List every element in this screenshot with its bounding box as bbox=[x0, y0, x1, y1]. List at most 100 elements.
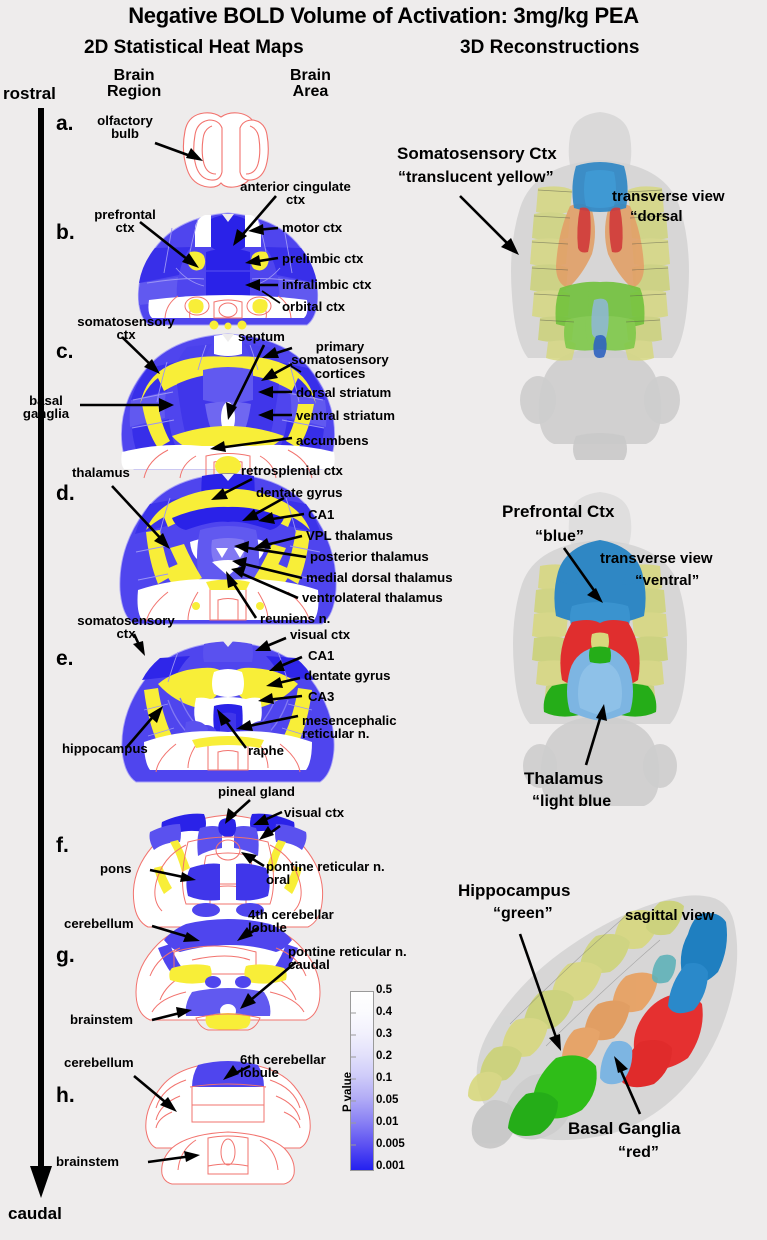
colorbar-tick-0: 0.5 bbox=[376, 984, 392, 996]
panel-letter-a: a. bbox=[56, 112, 74, 135]
label-dentate-gyrus-e: dentate gyrus bbox=[304, 668, 391, 683]
label-olfactory-bulb: olfactory bulb bbox=[97, 113, 153, 142]
label-4th-cerebellar-lobule: 4th cerebellar lobule bbox=[248, 907, 334, 936]
caudal-label: caudal bbox=[8, 1204, 62, 1223]
recon-label-hippocampus: Hippocampus bbox=[458, 881, 571, 900]
label-retrosplenial-ctx: retrosplenial ctx bbox=[241, 463, 343, 478]
label-hippocampus: hippocampus bbox=[62, 741, 148, 756]
label-thalamus-d: thalamus bbox=[72, 465, 130, 480]
panel-letter-e: e. bbox=[56, 647, 74, 670]
recon-view-sagittal: sagittal view bbox=[625, 907, 715, 924]
label-6th-cerebellar-lobule: 6th cerebellar lobule bbox=[240, 1052, 326, 1081]
label-pontine-reticular-n-oral: pontine reticular n. oral bbox=[266, 859, 385, 888]
label-somatosensory-ctx-c: somatosensory ctx bbox=[77, 314, 175, 343]
brain-area-header: Brain Area bbox=[290, 67, 331, 100]
label-anterior-cingulate-ctx: anterior cingulate ctx bbox=[240, 179, 351, 208]
label-brainstem-g: brainstem bbox=[70, 1012, 134, 1027]
label-cerebellum-h: cerebellum bbox=[64, 1055, 134, 1070]
colorbar-tick-8: 0.001 bbox=[376, 1160, 405, 1172]
label-raphe: raphe bbox=[248, 743, 284, 758]
colorbar-tick-3: 0.2 bbox=[376, 1050, 392, 1062]
label-cerebellum-g: cerebellum bbox=[64, 916, 134, 931]
recon-color-basal-ganglia: “red” bbox=[618, 1144, 659, 1161]
label-reuniens-n: reuniens n. bbox=[260, 611, 331, 626]
label-brainstem-h: brainstem bbox=[56, 1154, 120, 1169]
label-septum: septum bbox=[238, 329, 285, 344]
label-somatosensory-ctx-e: somatosensory ctx bbox=[77, 613, 175, 642]
panel-letter-c: c. bbox=[56, 340, 74, 363]
panel-letter-f: f. bbox=[56, 834, 69, 857]
label-ca1-e: CA1 bbox=[308, 648, 335, 663]
recon-label-thalamus: Thalamus bbox=[524, 769, 604, 788]
label-ventrolateral-thalamus: ventrolateral thalamus bbox=[302, 590, 443, 605]
colorbar-tick-5: 0.05 bbox=[376, 1094, 399, 1106]
recon-view-dorsal-quote: “dorsal bbox=[630, 208, 683, 225]
panel-letter-g: g. bbox=[56, 944, 75, 967]
label-motor-ctx: motor ctx bbox=[282, 220, 343, 235]
label-accumbens: accumbens bbox=[296, 433, 369, 448]
recon-color-prefrontal-ctx: “blue” bbox=[535, 528, 584, 545]
rostral-label: rostral bbox=[3, 84, 56, 103]
colorbar-tick-1: 0.4 bbox=[376, 1006, 392, 1018]
colorbar-tick-2: 0.3 bbox=[376, 1028, 392, 1040]
colorbar bbox=[350, 991, 374, 1171]
colorbar-tick-7: 0.005 bbox=[376, 1138, 405, 1150]
label-dentate-gyrus-d: dentate gyrus bbox=[256, 485, 343, 500]
label-visual-ctx-e: visual ctx bbox=[290, 627, 351, 642]
recon-view-dorsal: transverse view bbox=[612, 188, 725, 205]
recon-color-hippocampus: “green” bbox=[493, 905, 553, 922]
label-ca3: CA3 bbox=[308, 689, 335, 704]
label-prefrontal-ctx: prefrontal ctx bbox=[94, 207, 156, 236]
label-dorsal-striatum: dorsal striatum bbox=[296, 385, 392, 400]
label-ventral-striatum: ventral striatum bbox=[296, 408, 395, 423]
label-pineal-gland: pineal gland bbox=[218, 784, 295, 799]
label-pons: pons bbox=[100, 861, 132, 876]
label-orbital-ctx: orbital ctx bbox=[282, 299, 346, 314]
recon-label-somatosensory-ctx: Somatosensory Ctx bbox=[397, 144, 557, 163]
recon-color-somatosensory-ctx: “translucent yellow” bbox=[398, 169, 554, 186]
recon-view-ventral: transverse view bbox=[600, 550, 713, 567]
label-medial-dorsal-thalamus: medial dorsal thalamus bbox=[306, 570, 453, 585]
panel-letter-h: h. bbox=[56, 1084, 75, 1107]
figure-title: Negative BOLD Volume of Activation: 3mg/… bbox=[128, 3, 639, 28]
recon-color-thalamus: “light blue bbox=[532, 793, 612, 810]
label-prelimbic-ctx: prelimbic ctx bbox=[282, 251, 364, 266]
brain-region-header: Brain Region bbox=[107, 67, 162, 100]
label-posterior-thalamus: posterior thalamus bbox=[310, 549, 429, 564]
colorbar-tick-4: 0.1 bbox=[376, 1072, 392, 1084]
label-basal-ganglia: basal ganglia bbox=[22, 393, 70, 422]
recon-view-ventral-quote: “ventral” bbox=[635, 572, 700, 589]
label-visual-ctx-f: visual ctx bbox=[284, 805, 345, 820]
label-ca1-d: CA1 bbox=[308, 507, 335, 522]
recon-label-basal-ganglia: Basal Ganglia bbox=[568, 1119, 681, 1138]
label-mesencephalic-reticular-n: mesencephalic reticular n. bbox=[302, 713, 397, 742]
label-vpl-thalamus: VPL thalamus bbox=[306, 528, 393, 543]
colorbar-tick-6: 0.01 bbox=[376, 1116, 399, 1128]
label-infralimbic-ctx: infralimbic ctx bbox=[282, 277, 372, 292]
recon-label-prefrontal-ctx: Prefrontal Ctx bbox=[502, 502, 615, 521]
right-column-heading: 3D Reconstructions bbox=[460, 37, 640, 58]
panel-letter-b: b. bbox=[56, 221, 75, 244]
left-column-heading: 2D Statistical Heat Maps bbox=[84, 37, 304, 58]
label-pontine-reticular-n-caudal: pontine reticular n. caudal bbox=[288, 944, 407, 973]
